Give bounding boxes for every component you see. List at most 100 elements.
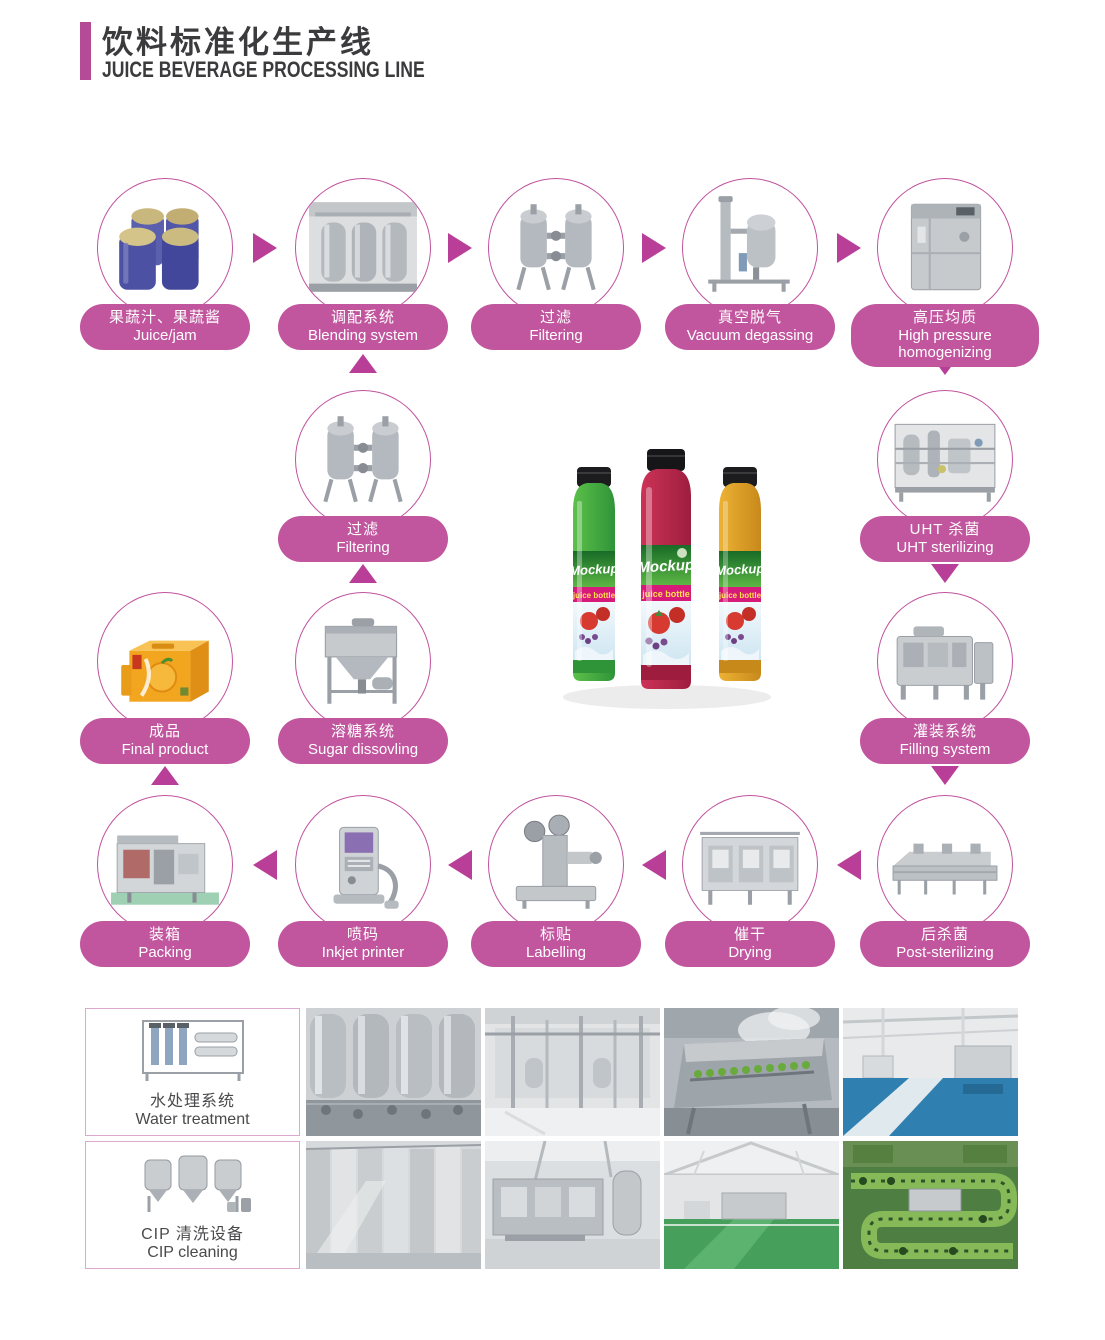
factory-photo-stainless-room-image xyxy=(306,1141,481,1269)
arrow-left-icon xyxy=(837,850,861,880)
factory-photo-stainless-room xyxy=(306,1141,481,1269)
arrow-right-icon xyxy=(253,233,277,263)
flow-label-filtering-top: 过滤 Filtering xyxy=(471,304,641,350)
equipment-photo-frame xyxy=(295,390,431,529)
equipment-photo-frame xyxy=(295,178,431,317)
label-cn: 溶糖系统 xyxy=(330,723,395,741)
arrow-left-icon xyxy=(448,850,472,880)
factory-photo-filling-line-image xyxy=(485,1141,660,1269)
flow-label-vacuum-degassing: 真空脱气 Vacuum degassing xyxy=(665,304,835,350)
duplex-filter-icon xyxy=(516,203,596,290)
equipment-photo-frame xyxy=(97,178,233,317)
label-cn: 装箱 xyxy=(148,926,181,944)
bottle-label-text: juice bottle xyxy=(718,591,762,600)
juice-bottles-image: Mockup juice bottle Mockup juice bottle xyxy=(551,441,783,713)
flow-label-post-sterilizing: 后杀菌 Post-sterilizing xyxy=(860,921,1030,967)
post-sterilizer-tunnel-icon xyxy=(892,843,998,895)
flow-node-drying: 催干 Drying xyxy=(652,795,848,967)
packing-machine-icon xyxy=(111,834,219,905)
flow-node-juice-jam: 果蔬汁、果蔬酱 Juice/jam xyxy=(67,178,263,350)
bottle-brand-text: Mockup xyxy=(637,557,694,577)
cip-cleaning-box: CIP 清洗设备 CIP cleaning xyxy=(85,1141,300,1269)
arrow-up-icon xyxy=(151,766,179,785)
filling-machine-icon xyxy=(896,625,994,700)
bottle-brand-text: Mockup xyxy=(569,561,619,579)
label-cn: 催干 xyxy=(733,926,766,944)
factory-photo-blue-hall xyxy=(843,1008,1018,1136)
flow-node-filtering-mid: 过滤 Filtering xyxy=(265,390,461,562)
equipment-photo-frame xyxy=(97,592,233,731)
arrow-left-icon xyxy=(253,850,277,880)
flow-node-vacuum-degassing: 真空脱气 Vacuum degassing xyxy=(652,178,848,350)
equipment-photo-frame xyxy=(488,795,624,934)
flow-node-uht: UHT 杀菌 UHT sterilizing xyxy=(847,390,1043,562)
product-carton-icon xyxy=(121,640,209,702)
sugar-tank-icon xyxy=(324,617,398,704)
water-treatment-label-en: Water treatment xyxy=(135,1111,250,1128)
title-accent-bar xyxy=(80,22,91,80)
factory-photo-blue-hall-image xyxy=(843,1008,1018,1136)
flow-node-final-product: 成品 Final product xyxy=(67,592,263,764)
factory-photo-tanks-image xyxy=(306,1008,481,1136)
equipment-photo-frame xyxy=(682,795,818,934)
flow-label-sugar-dissolving: 溶糖系统 Sugar dissovling xyxy=(278,718,448,764)
label-cn: 调配系统 xyxy=(330,309,395,327)
label-cn: 后杀菌 xyxy=(920,926,969,944)
flow-label-uht: UHT 杀菌 UHT sterilizing xyxy=(860,516,1030,562)
arrow-down-icon xyxy=(931,564,959,583)
factory-photo-pipe-hall-image xyxy=(485,1008,660,1136)
factory-photo-warehouse-image xyxy=(664,1141,839,1269)
duplex-filter-icon xyxy=(323,415,403,502)
flow-label-filling: 灌装系统 Filling system xyxy=(860,718,1030,764)
juice-drums-icon xyxy=(119,207,199,290)
factory-photo-bottle-shower xyxy=(664,1008,839,1136)
label-en: Packing xyxy=(138,944,192,961)
label-en: Labelling xyxy=(525,944,587,961)
label-cn: 过滤 xyxy=(539,309,572,327)
label-en: Inkjet printer xyxy=(321,944,405,961)
inkjet-printer-icon xyxy=(333,826,399,909)
equipment-photo-frame xyxy=(295,592,431,731)
flow-node-inkjet: 喷码 Inkjet printer xyxy=(265,795,461,967)
homogenizer-icon xyxy=(910,203,982,290)
uht-sterilizer-icon xyxy=(894,423,996,502)
flow-label-blending: 调配系统 Blending system xyxy=(278,304,448,350)
arrow-up-icon xyxy=(349,354,377,373)
equipment-photo-frame xyxy=(877,795,1013,934)
flow-label-homogenizing: 高压均质 High pressure homogenizing xyxy=(851,304,1039,368)
bottle-brand-text: Mockup xyxy=(715,561,765,579)
vacuum-degasser-icon xyxy=(708,195,790,292)
label-en: Filtering xyxy=(336,539,390,556)
label-cn: 标贴 xyxy=(539,926,572,944)
cip-cleaning-label-en: CIP cleaning xyxy=(147,1244,238,1261)
label-en: Post-sterilizing xyxy=(896,944,994,961)
cip-cleaning-icon xyxy=(144,1155,251,1212)
bottle-label-text: juice bottle xyxy=(572,591,616,600)
flow-node-homogenizing: 高压均质 High pressure homogenizing xyxy=(847,178,1043,368)
blending-tanks-icon xyxy=(309,201,417,292)
label-cn: 高压均质 xyxy=(912,309,977,326)
label-cn: 果蔬汁、果蔬酱 xyxy=(108,309,221,327)
arrow-up-icon xyxy=(349,564,377,583)
factory-photo-warehouse xyxy=(664,1141,839,1269)
flow-label-filtering-mid: 过滤 Filtering xyxy=(278,516,448,562)
label-cn: 真空脱气 xyxy=(717,309,782,327)
label-cn: 喷码 xyxy=(346,926,379,944)
label-en: Vacuum degassing xyxy=(686,327,814,344)
page-title-english: JUICE BEVERAGE PROCESSING LINE xyxy=(102,57,425,82)
equipment-photo-frame xyxy=(295,795,431,934)
flow-node-filtering-top: 过滤 Filtering xyxy=(458,178,654,350)
label-en: Drying xyxy=(728,944,772,961)
factory-photo-bottle-shower-image xyxy=(664,1008,839,1136)
equipment-photo-frame xyxy=(97,795,233,934)
factory-photo-green-conveyor xyxy=(843,1141,1018,1269)
label-cn: 灌装系统 xyxy=(912,723,977,741)
arrow-right-icon xyxy=(837,233,861,263)
arrow-right-icon xyxy=(642,233,666,263)
label-en: Final product xyxy=(121,741,209,758)
cip-cleaning-label-cn: CIP 清洗设备 xyxy=(141,1226,244,1243)
flow-node-sugar-dissolving: 溶糖系统 Sugar dissovling xyxy=(265,592,461,764)
flow-label-juice-jam: 果蔬汁、果蔬酱 Juice/jam xyxy=(80,304,250,350)
label-en: Sugar dissovling xyxy=(307,741,419,758)
factory-photo-pipe-hall xyxy=(485,1008,660,1136)
